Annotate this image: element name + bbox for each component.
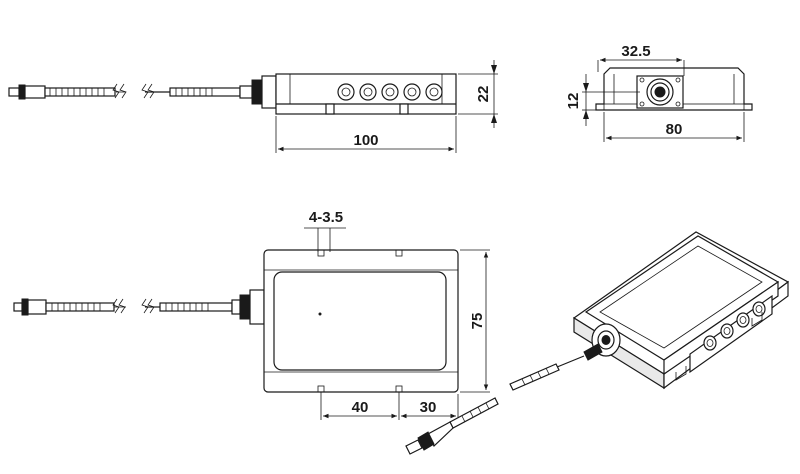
top-view-fiber-connector [13, 298, 126, 316]
dimension-label-12: 12 [565, 93, 582, 110]
dimension-label-4-3-5: 4-3.5 [309, 209, 343, 226]
front-view-fiber-connector [636, 75, 684, 109]
dimension-label-32-5: 32.5 [621, 43, 650, 60]
isometric-sma-ports [703, 301, 766, 351]
dimension-40-30: 40 30 [320, 392, 459, 420]
side-view-sma-ports [337, 83, 443, 101]
dimension-12: 12 [565, 74, 640, 126]
top-view-module-body [263, 249, 459, 393]
top-view-fiber-cable [141, 289, 265, 325]
dimension-32-5: 32.5 [597, 43, 685, 76]
dimension-label-22: 22 [475, 86, 492, 103]
top-view: 4-3.5 75 40 30 [13, 209, 490, 420]
dimension-label-40: 40 [352, 399, 369, 416]
dimension-label-80: 80 [666, 121, 683, 138]
side-view-fiber-connector [8, 83, 127, 100]
front-view: 32.5 12 80 [565, 43, 753, 142]
isometric-module-body [572, 231, 790, 390]
dimension-4-3-5: 4-3.5 [304, 209, 346, 252]
side-view: 100 22 [8, 60, 498, 153]
dimension-22: 22 [458, 60, 498, 128]
isometric-fiber-pigtail [405, 397, 499, 455]
side-view-module-body [275, 73, 457, 115]
isometric-fiber-connector [509, 323, 621, 391]
dimension-75: 75 [460, 249, 490, 393]
side-view-fiber-cable [141, 75, 277, 109]
isometric-view [405, 231, 790, 455]
dimension-label-30: 30 [420, 399, 437, 416]
dimension-100: 100 [275, 116, 457, 153]
dimension-label-75: 75 [469, 313, 486, 330]
dimension-label-100: 100 [353, 132, 378, 149]
dimension-80: 80 [603, 112, 745, 142]
